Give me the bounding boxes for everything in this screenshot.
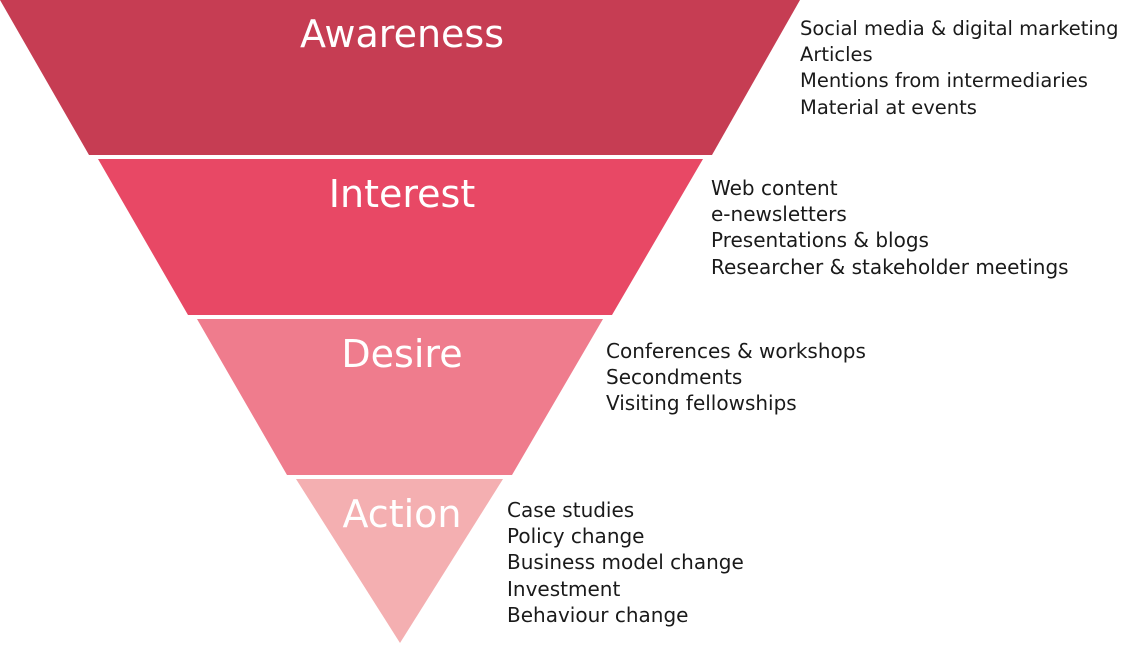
tactic-item: Articles: [800, 43, 873, 67]
stage-awareness-band: [0, 0, 800, 155]
tactic-item: Business model change: [507, 550, 744, 575]
desire-tactics-list: Conferences & workshops Secondments Visi…: [606, 338, 866, 417]
stage-desire-band: [197, 319, 603, 475]
stage-awareness-label: Awareness: [300, 12, 504, 56]
tactic-item: Policy change: [507, 524, 645, 549]
stage-interest-label: Interest: [329, 172, 475, 216]
tactic-item: Case studies: [507, 498, 635, 522]
tactic-item: Behaviour change: [507, 602, 689, 627]
awareness-tactics-list: Social media & digital marketing Article…: [800, 16, 1119, 121]
tactic-item: Web content: [711, 176, 838, 200]
action-tactics-list: Case studies Policy change Business mode…: [507, 497, 744, 628]
stage-action-band: [296, 479, 503, 643]
tactic-item: Presentations & blogs: [711, 228, 929, 253]
tactic-item: Secondments: [606, 365, 743, 390]
tactic-item: Researcher & stakeholder meetings: [711, 254, 1069, 279]
interest-tactics-list: Web content e-newsletters Presentations …: [711, 175, 1069, 280]
tactic-item: Visiting fellowships: [606, 391, 797, 416]
tactic-item: Social media & digital marketing: [800, 17, 1119, 40]
stage-action-label: Action: [342, 492, 461, 536]
tactic-item: Investment: [507, 576, 621, 601]
stage-desire-label: Desire: [341, 332, 462, 376]
tactic-item: e-newsletters: [711, 202, 847, 227]
tactic-item: Conferences & workshops: [606, 339, 866, 363]
tactic-item: Material at events: [800, 95, 977, 119]
stage-interest-band: [98, 159, 703, 315]
tactic-item: Mentions from intermediaries: [800, 69, 1088, 93]
